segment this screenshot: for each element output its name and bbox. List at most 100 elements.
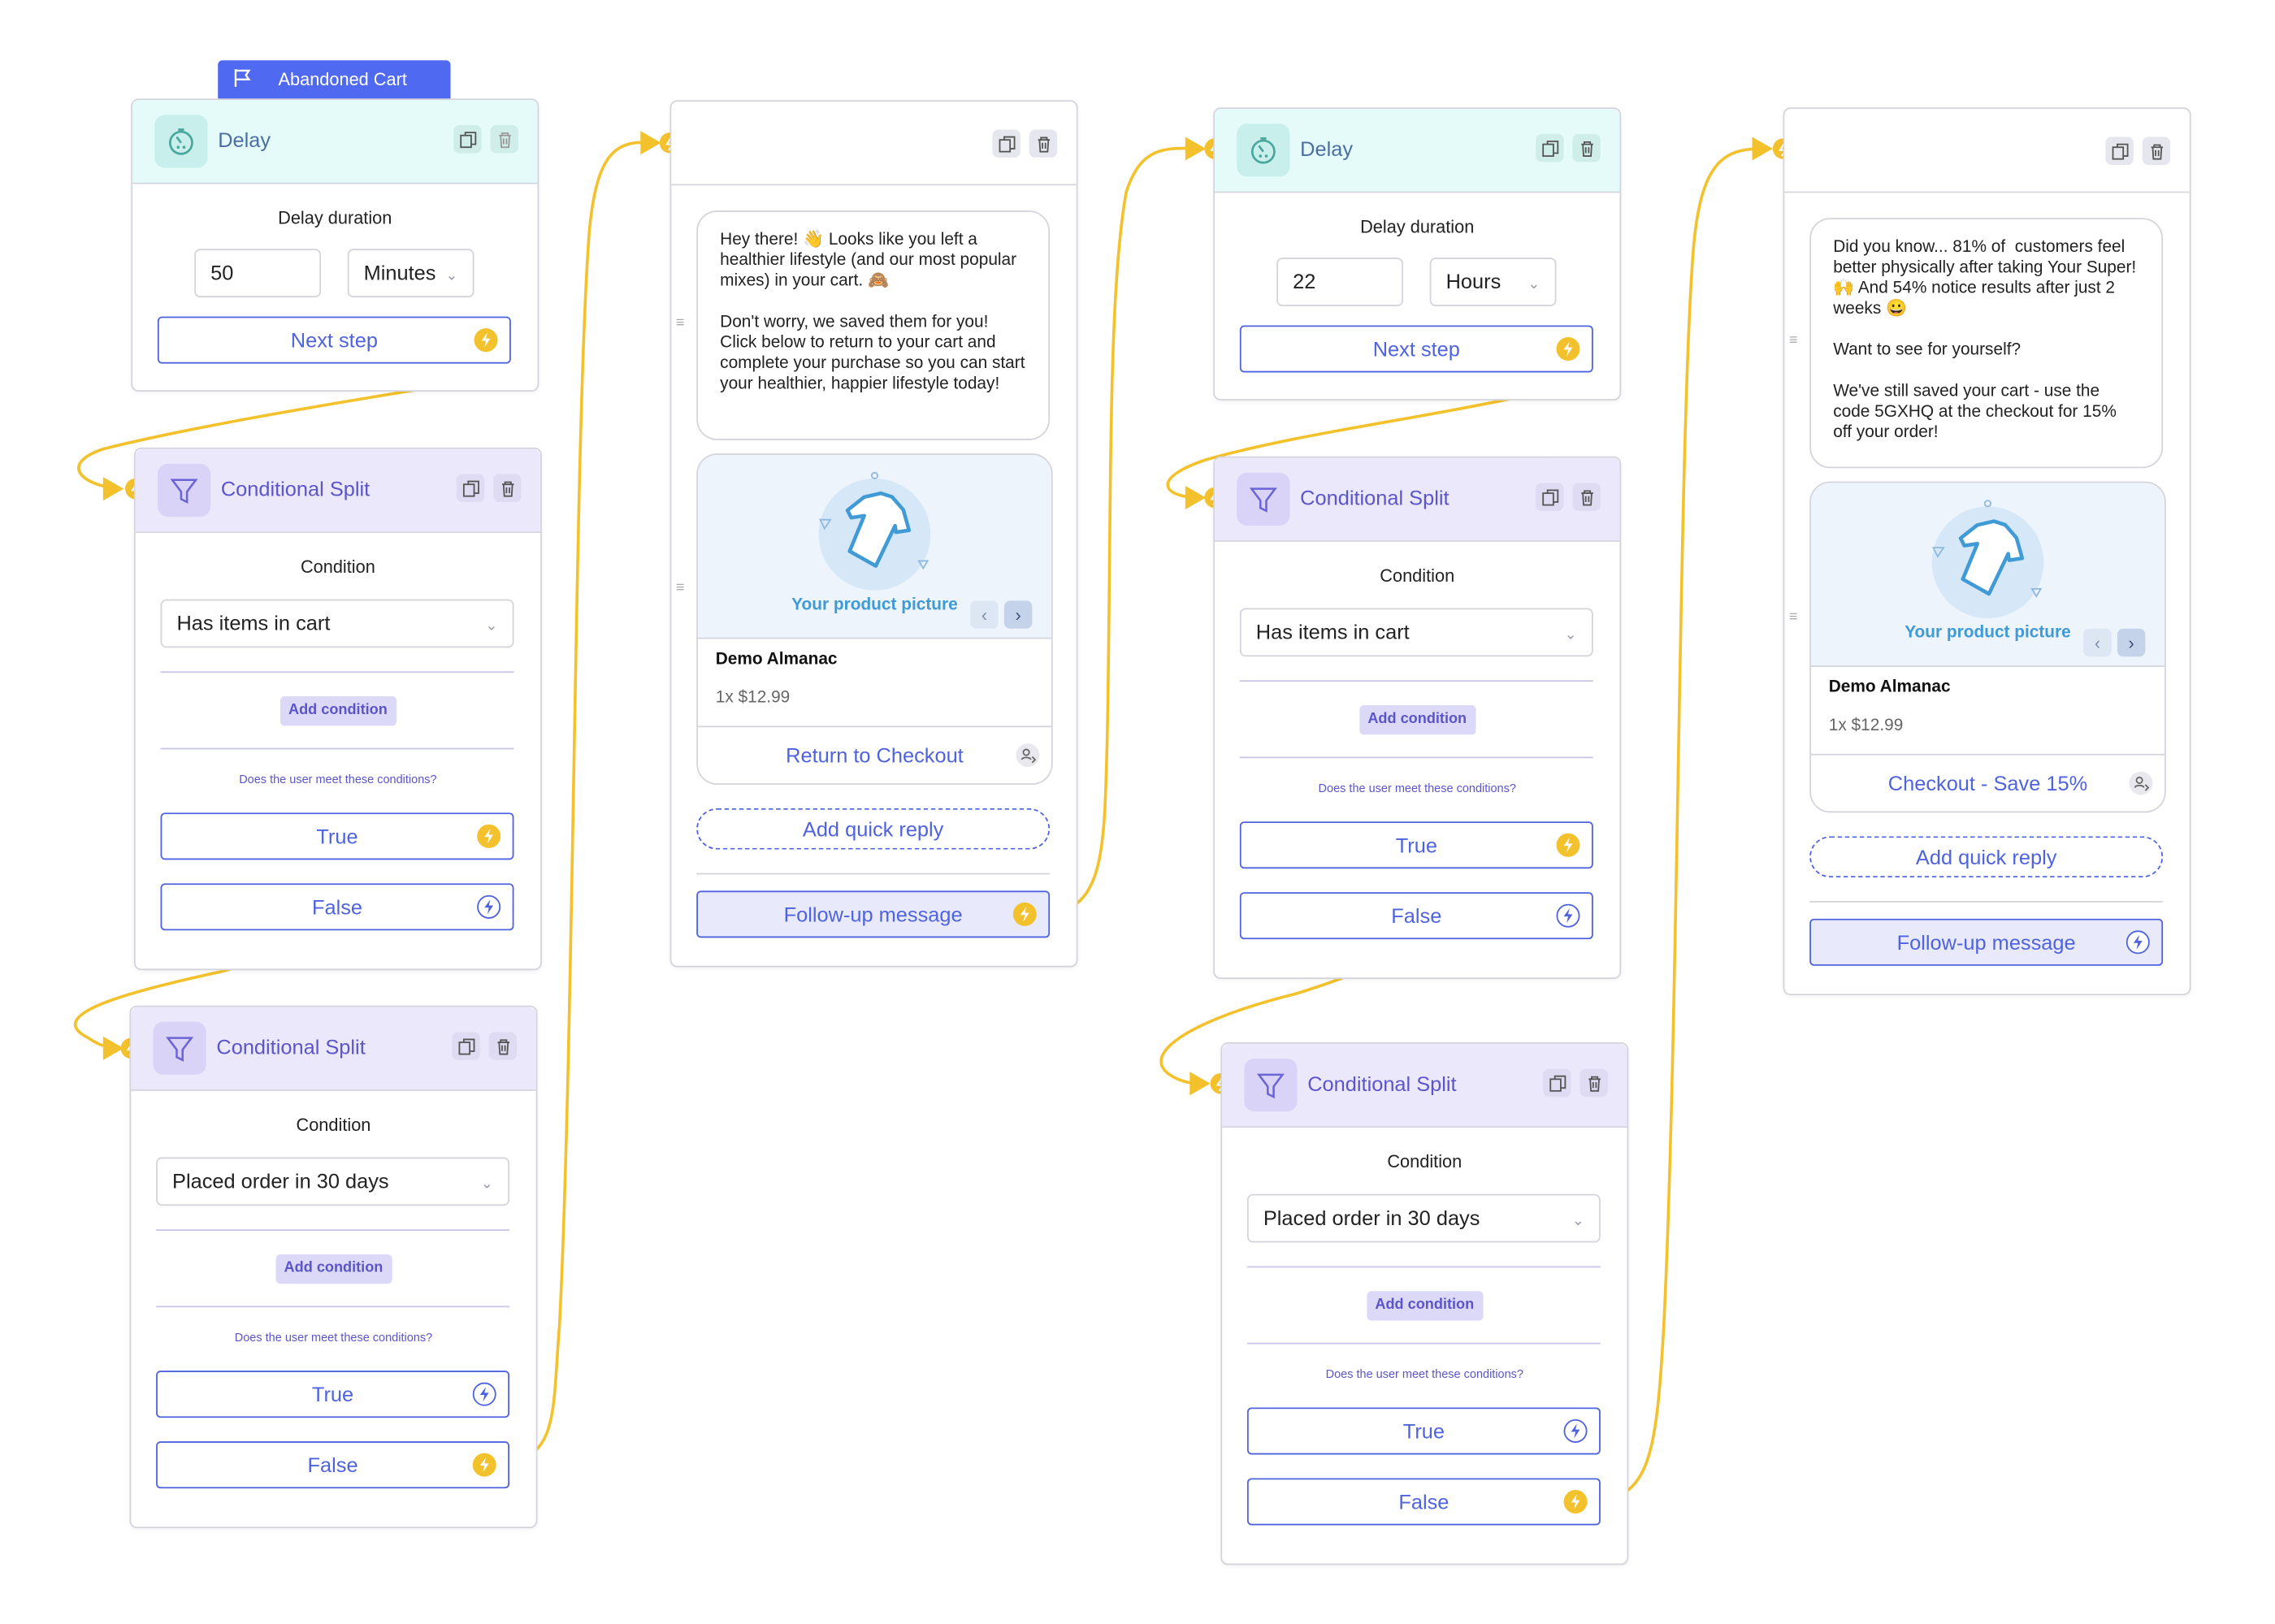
return-to-checkout-link[interactable]: Return to Checkout <box>786 743 964 768</box>
delay-card[interactable]: Delay Delay duration 22 Hours ⌄ Next ste… <box>1213 107 1622 401</box>
true-label: True <box>1395 833 1437 857</box>
duplicate-icon[interactable] <box>452 1032 480 1060</box>
add-condition-button[interactable]: Add condition <box>280 696 396 726</box>
chevron-left-icon[interactable]: ‹ <box>2083 628 2112 657</box>
conditional-split-card[interactable]: Conditional Split Condition Has items in… <box>133 447 542 971</box>
false-branch-button[interactable]: False <box>160 883 514 931</box>
condition-label: Condition <box>1380 565 1455 587</box>
false-label: False <box>307 1453 358 1477</box>
product-price: 1x $12.99 <box>1828 717 1904 735</box>
bolt-icon <box>1556 903 1580 928</box>
chevron-left-icon[interactable]: ‹ <box>970 600 999 629</box>
checkout-save-link[interactable]: Checkout - Save 15% <box>1887 771 2088 795</box>
trash-icon[interactable] <box>1580 1068 1608 1098</box>
drag-handle-icon[interactable]: ≡ <box>675 580 685 596</box>
split-card-header[interactable]: Conditional Split <box>131 1007 536 1091</box>
card-title: Conditional Split <box>220 477 370 501</box>
delay-unit-select[interactable]: Hours ⌄ <box>1429 258 1557 306</box>
conditions-question: Does the user meet these conditions? <box>239 773 437 786</box>
chevron-down-icon: ⌄ <box>1564 626 1577 643</box>
divider <box>1239 680 1593 682</box>
drag-handle-icon[interactable]: ≡ <box>675 314 685 331</box>
add-condition-button[interactable]: Add condition <box>275 1254 392 1284</box>
duplicate-icon[interactable] <box>1536 483 1564 511</box>
true-branch-button[interactable]: True <box>160 812 514 860</box>
true-label: True <box>311 1382 354 1406</box>
message-text-bubble[interactable]: Did you know... 81% of customers feel be… <box>1809 218 2164 469</box>
add-condition-button[interactable]: Add condition <box>1366 1291 1484 1321</box>
message-card-header[interactable] <box>1784 109 2190 193</box>
condition-select[interactable]: Placed order in 30 days ⌄ <box>156 1157 510 1206</box>
trash-icon[interactable] <box>1029 129 1058 158</box>
follow-up-message-button[interactable]: Follow-up message <box>1809 918 2164 966</box>
true-branch-button[interactable]: True <box>156 1371 510 1418</box>
trash-icon[interactable] <box>2142 136 2171 165</box>
product-card[interactable]: Your product picture ‹ › Demo Almanac 1x… <box>1809 481 2166 813</box>
condition-select[interactable]: Has items in cart ⌄ <box>1239 608 1593 657</box>
bolt-icon <box>477 894 501 919</box>
user-swap-icon[interactable] <box>1016 743 1040 768</box>
delay-value-input[interactable]: 50 <box>194 249 322 298</box>
drag-handle-icon[interactable]: ≡ <box>1788 609 1798 626</box>
bolt-icon <box>474 328 498 353</box>
true-branch-button[interactable]: True <box>1246 1407 1601 1455</box>
true-branch-button[interactable]: True <box>1239 821 1593 869</box>
conditional-split-card[interactable]: Conditional Split Condition Placed order… <box>129 1005 538 1529</box>
trigger-tag[interactable]: Abandoned Cart <box>218 60 451 99</box>
follow-up-message-button[interactable]: Follow-up message <box>696 890 1051 938</box>
add-quick-reply-button[interactable]: Add quick reply <box>1809 836 2164 878</box>
chevron-right-icon[interactable]: › <box>2117 628 2146 657</box>
divider <box>1811 753 2164 756</box>
condition-label: Condition <box>300 556 375 578</box>
divider <box>697 725 1051 728</box>
false-branch-button[interactable]: False <box>1246 1478 1601 1526</box>
split-card-header[interactable]: Conditional Split <box>1222 1043 1627 1128</box>
next-step-button[interactable]: Next step <box>1239 325 1593 373</box>
delay-value-input[interactable]: 22 <box>1276 258 1404 306</box>
trash-icon[interactable] <box>493 474 522 502</box>
split-card-header[interactable]: Conditional Split <box>1215 457 1620 542</box>
conditional-split-card[interactable]: Conditional Split Condition Placed order… <box>1220 1042 1629 1566</box>
condition-value: Has items in cart <box>176 611 331 635</box>
false-branch-button[interactable]: False <box>156 1441 510 1489</box>
product-picture[interactable]: Your product picture ‹ › <box>1811 483 2164 666</box>
false-branch-button[interactable]: False <box>1239 892 1593 940</box>
add-quick-reply-button[interactable]: Add quick reply <box>696 808 1051 850</box>
delay-unit-value: Minutes <box>363 260 436 284</box>
duplicate-icon[interactable] <box>456 474 485 502</box>
delay-unit-select[interactable]: Minutes ⌄ <box>347 249 474 298</box>
delay-card-header[interactable]: Delay <box>1215 109 1620 193</box>
product-picture-caption: Your product picture <box>1904 624 2071 643</box>
add-condition-button[interactable]: Add condition <box>1358 705 1476 735</box>
message-card-header[interactable] <box>671 102 1077 186</box>
drag-handle-icon[interactable]: ≡ <box>1788 332 1798 349</box>
card-title: Conditional Split <box>1307 1072 1457 1096</box>
delay-card-header[interactable]: Delay <box>132 100 538 184</box>
condition-select[interactable]: Placed order in 30 days ⌄ <box>1246 1193 1601 1243</box>
chevron-right-icon[interactable]: › <box>1003 600 1033 629</box>
message-card[interactable]: ≡ Did you know... 81% of customers feel … <box>1783 107 2191 996</box>
trash-icon[interactable] <box>1572 483 1601 511</box>
product-picture[interactable]: Your product picture ‹ › <box>697 454 1051 638</box>
connector-arrow-split1 <box>102 477 124 501</box>
message-text-bubble[interactable]: Hey there! 👋 Looks like you left a healt… <box>696 210 1051 440</box>
message-card[interactable]: ≡ Hey there! 👋 Looks like you left a hea… <box>670 100 1078 968</box>
trash-icon[interactable] <box>488 1032 518 1060</box>
duplicate-icon[interactable] <box>1543 1068 1571 1098</box>
user-swap-icon[interactable] <box>2129 771 2153 795</box>
next-step-button[interactable]: Next step <box>157 316 511 364</box>
duplicate-icon[interactable] <box>1536 133 1564 162</box>
condition-select[interactable]: Has items in cart ⌄ <box>160 599 514 648</box>
split-card-header[interactable]: Conditional Split <box>135 448 541 534</box>
conditional-split-card[interactable]: Conditional Split Condition Has items in… <box>1213 456 1622 980</box>
delay-card[interactable]: Delay Delay duration 50 Minutes ⌄ Next s… <box>131 98 540 392</box>
duplicate-icon[interactable] <box>992 129 1020 158</box>
trash-icon[interactable] <box>490 125 518 154</box>
condition-value: Has items in cart <box>1255 619 1410 643</box>
duplicate-icon[interactable] <box>2105 136 2134 165</box>
product-card[interactable]: Your product picture ‹ › Demo Almanac 1x… <box>696 453 1053 785</box>
duplicate-icon[interactable] <box>453 125 482 154</box>
trash-icon[interactable] <box>1572 133 1601 162</box>
filter-icon <box>157 463 211 518</box>
